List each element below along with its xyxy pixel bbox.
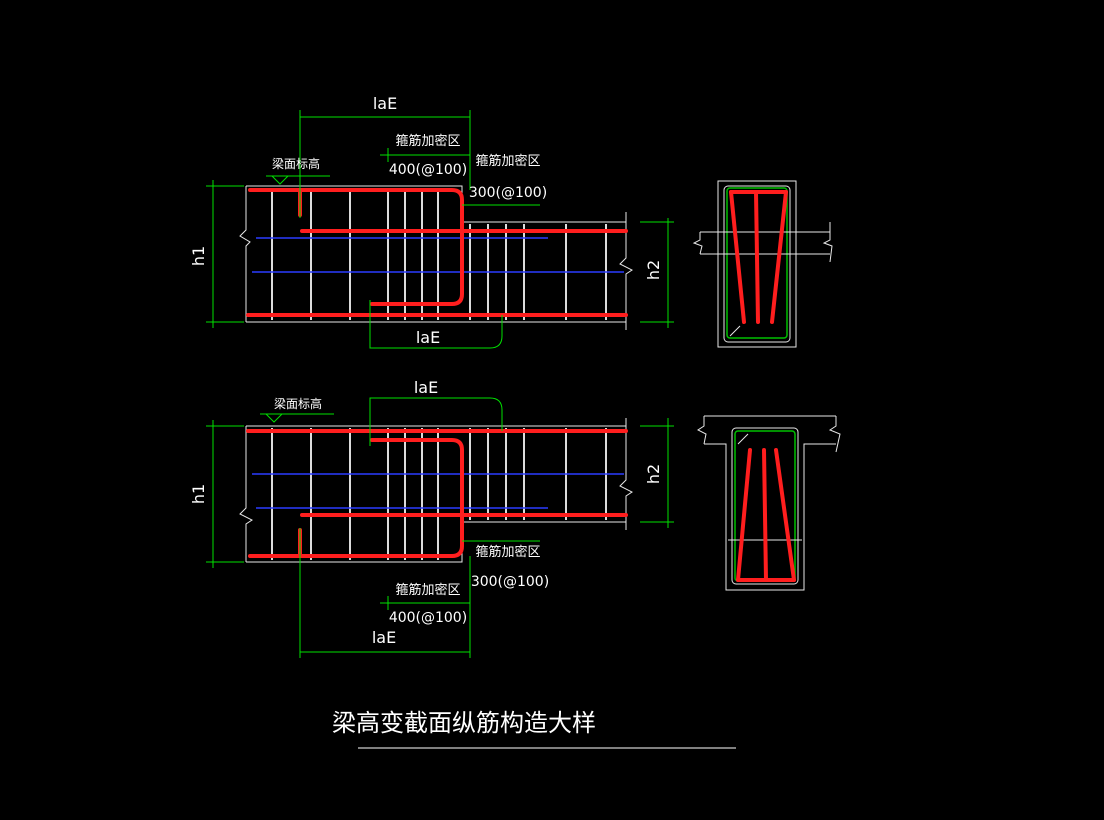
lower-stirrups bbox=[271, 428, 607, 560]
upper-dim-300: 300(@100) bbox=[469, 185, 547, 201]
upper-beam-elevation: laE 箍筋加密区 400(@100) 箍筋加密区 300(@100) 梁面标高… bbox=[189, 94, 674, 349]
lower-cross-section bbox=[697, 415, 841, 591]
lower-h2-label: h2 bbox=[644, 464, 663, 484]
lower-beam-top-label: 梁面标高 bbox=[274, 396, 322, 411]
lower-h1-label: h1 bbox=[189, 484, 208, 504]
upper-laE-bottom: laE bbox=[416, 328, 440, 347]
upper-cross-section bbox=[692, 180, 833, 348]
upper-stirrups bbox=[271, 188, 607, 320]
upper-dense-zone-400-label: 箍筋加密区 bbox=[395, 133, 460, 149]
lower-laE-top: laE bbox=[414, 378, 438, 397]
upper-dim-400: 400(@100) bbox=[389, 162, 467, 178]
lower-laE-bottom: laE bbox=[372, 628, 396, 647]
lower-dense-zone-400-label: 箍筋加密区 bbox=[395, 582, 460, 598]
lower-main-rebars bbox=[246, 429, 628, 558]
lower-dense-zone-300-label: 箍筋加密区 bbox=[475, 544, 540, 560]
upper-beam-top-label: 梁面标高 bbox=[272, 156, 320, 171]
upper-h1-label: h1 bbox=[189, 246, 208, 266]
upper-laE-top: laE bbox=[373, 94, 397, 113]
upper-h2-label: h2 bbox=[644, 260, 663, 280]
lower-beam-elevation: 梁面标高 laE 箍筋加密区 300(@100) 箍筋加密区 400(@100)… bbox=[189, 378, 674, 658]
drawing-title: 梁高变截面纵筋构造大样 bbox=[332, 709, 596, 737]
lower-dimensions bbox=[206, 397, 674, 658]
upper-dense-zone-300-label: 箍筋加密区 bbox=[475, 153, 540, 169]
lower-dim-300: 300(@100) bbox=[471, 574, 549, 590]
lower-dim-400: 400(@100) bbox=[389, 610, 467, 626]
upper-main-rebars bbox=[246, 188, 628, 317]
upper-dimensions bbox=[206, 110, 674, 349]
